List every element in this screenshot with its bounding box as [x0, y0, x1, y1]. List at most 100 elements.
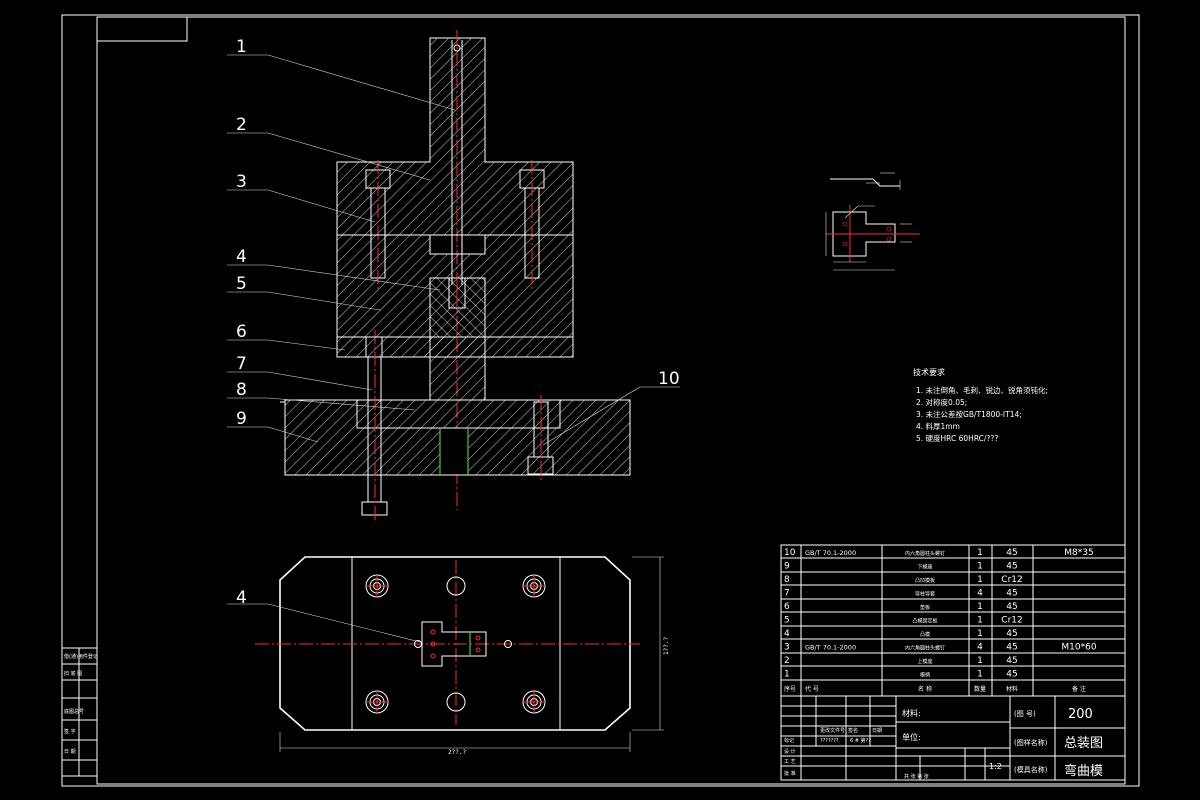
bom-cell-code: GB/T 70.1-2000 [805, 644, 856, 652]
bom-cell-mat: 45 [1006, 548, 1017, 558]
bom-cell-qty: 4 [977, 643, 983, 653]
product-name: 弯曲模 [1064, 763, 1103, 779]
sign-label: 签名 [848, 727, 858, 734]
bom-cell-name: 模柄 [920, 672, 930, 679]
bom-cell-mat: Cr12 [1001, 575, 1022, 585]
bom-cell-mat: 45 [1006, 656, 1017, 666]
callout-4: 4 [236, 247, 247, 267]
bom-cell-qty: 1 [977, 629, 983, 639]
bom-cell-code: GB/T 70.1-2000 [805, 549, 856, 557]
bom-cell-no: 8 [784, 575, 790, 585]
corner-box [96, 16, 188, 42]
sheet-no: ??????? [820, 738, 839, 744]
bom-cell-name: 内六角圆柱头螺钉 [905, 550, 945, 557]
scale: 1:2 [989, 762, 1002, 771]
bom-cell-name: 内六角圆柱头螺钉 [905, 645, 945, 652]
plan-view [227, 556, 664, 752]
bom-header-name: 名 称 [918, 685, 932, 693]
bom-cell-name: 上模座 [917, 658, 932, 665]
title-block-text: 材料: 单位: (图 号) 200 (图样名称) 总装图 (模具名称) 弯曲模 … [784, 707, 1103, 780]
bom-cell-mat: 45 [1006, 562, 1017, 572]
inner-frame [96, 16, 1126, 785]
bom-cell-remark: M10*60 [1061, 643, 1096, 653]
date-label: 日期 [872, 728, 882, 734]
callout-8: 8 [236, 380, 247, 400]
side-stamp-4: 签 字 [64, 728, 76, 735]
rev-label: 标记 [784, 737, 794, 744]
bom-header-qty: 数量 [974, 685, 986, 693]
drawing-name-label: (图样名称) [1014, 738, 1048, 747]
bom-cell-mat: 45 [1006, 602, 1017, 612]
callout-7: 7 [236, 354, 247, 374]
bom-cell-no: 2 [784, 656, 790, 666]
bom-cell-no: 5 [784, 616, 790, 626]
plan-callout-4: 4 [236, 588, 247, 608]
title-block [780, 695, 1126, 781]
bom-cell-qty: 1 [977, 616, 983, 626]
bom-cell-name: 垫板 [920, 604, 930, 611]
side-stamp-3: 底图总号 [64, 708, 84, 715]
side-stamp-table [61, 647, 98, 777]
notes-title: 技术要求 [913, 367, 945, 377]
bom-cell-name: 凸模 [920, 631, 930, 638]
bom-cell-name: 凸模固定板 [912, 618, 937, 625]
bom-cell-no: 4 [784, 629, 790, 639]
note-5: 5. 硬度HRC 60HRC/??? [916, 433, 998, 443]
drawing-no-label: (图 号) [1014, 710, 1036, 718]
bom-cell-qty: 1 [977, 602, 983, 612]
bom-cell-qty: 1 [977, 548, 983, 558]
bom-cell-mat: Cr12 [1001, 616, 1022, 626]
bom-cell-no: 7 [784, 589, 790, 599]
bom-cell-name: 下模座 [917, 564, 932, 571]
side-stamp-5: 日 期 [64, 749, 76, 755]
note-1: 1. 未注倒角、毛刺、锐边、锐角须钝化; [916, 385, 1048, 395]
bom-cell-name: 凸凹模板 [915, 577, 935, 584]
note-4: 4. 料厚1mm [916, 421, 960, 431]
drawing-no: 200 [1068, 707, 1093, 722]
callout-leaders [227, 54, 680, 446]
callout-2: 2 [236, 115, 247, 135]
callout-9: 9 [236, 409, 247, 429]
part-sketch [825, 172, 920, 271]
bom-cell-mat: 45 [1006, 643, 1017, 653]
note-3: 3. 未注公差按GB/T1800-IT14; [916, 409, 1022, 419]
plan-width-dim: 2??.? [448, 749, 466, 756]
sheet-label: 共 张 第 张 [904, 773, 929, 780]
bom-cell-name: 导柱导套 [915, 591, 935, 598]
callout-10: 10 [658, 369, 680, 389]
section-view [280, 30, 631, 520]
bom-cell-mat: 45 [1006, 670, 1017, 680]
product-label: (模具名称) [1014, 765, 1048, 774]
bom-cell-qty: 1 [977, 575, 983, 585]
bom-table [780, 544, 1126, 697]
bom-cell-no: 9 [784, 562, 790, 572]
bom-header-remark: 备 注 [1072, 685, 1086, 693]
unit-label: 单位: [902, 732, 921, 742]
bom-cell-no: 6 [784, 602, 790, 612]
plan-height-dim: 1??.? [663, 637, 670, 655]
bom-cell-mat: 45 [1006, 629, 1017, 639]
side-stamp-1: 借(通)用件登记 [64, 653, 98, 660]
bom-cell-qty: 4 [977, 589, 983, 599]
bom-cell-no: 3 [784, 643, 790, 653]
bom-cell-no: 1 [784, 670, 790, 680]
craft-label: 工 艺 [784, 759, 796, 765]
sheet-tail: 6 # 第?? [850, 737, 871, 744]
bom-header-code: 代 号 [805, 685, 819, 693]
material-label: 材料: [902, 708, 921, 718]
bom-cell-mat: 45 [1006, 589, 1017, 599]
callout-1: 1 [236, 37, 247, 57]
bom-cell-qty: 1 [977, 670, 983, 680]
callout-labels: 1 2 3 4 5 6 7 8 9 10 [236, 37, 680, 429]
callout-3: 3 [236, 172, 247, 192]
design-label: 设 计 [784, 748, 796, 755]
bom-cell-qty: 1 [977, 656, 983, 666]
bom-cell-no: 10 [784, 548, 796, 558]
drawing-name: 总装图 [1064, 736, 1103, 751]
side-stamp-2: 旧 底 图 [64, 670, 82, 677]
change-label: 更改文件号 [820, 727, 845, 734]
bom-cell-remark: M8*35 [1064, 548, 1093, 558]
outer-frame [61, 14, 1140, 787]
